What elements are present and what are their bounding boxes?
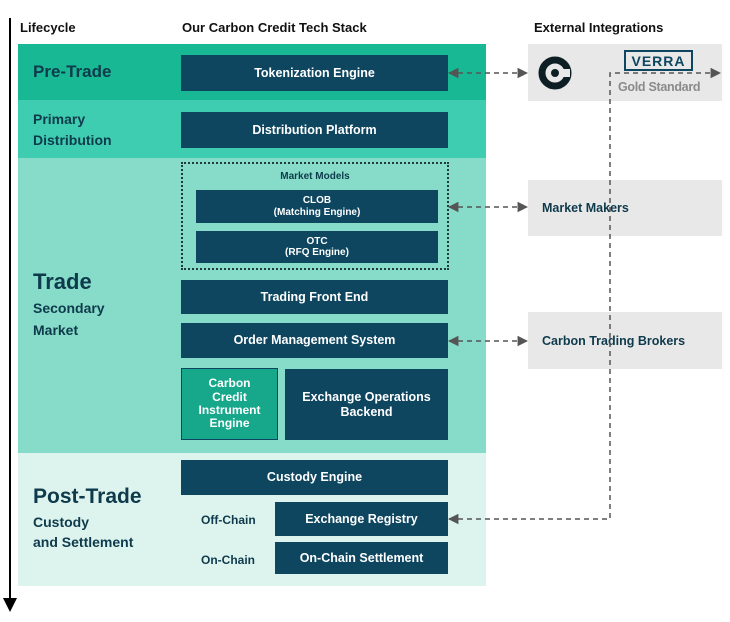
carbon-credit-instrument-engine-box: Carbon Credit Instrument Engine — [181, 368, 278, 440]
post-trade-sub-label-1: Custody — [33, 514, 89, 530]
tokenization-engine-box: Tokenization Engine — [181, 55, 448, 91]
exchange-ops-label-2: Backend — [340, 404, 393, 419]
trade-sub-label-1: Secondary — [33, 300, 105, 316]
lifecycle-header: Lifecycle — [20, 20, 76, 35]
exchange-registry-box: Exchange Registry — [275, 502, 448, 536]
market-models-label: Market Models — [280, 171, 350, 182]
trade-label: Trade — [33, 269, 92, 294]
distribution-platform-label: Distribution Platform — [252, 122, 377, 137]
pre-trade-label: Pre-Trade — [33, 62, 112, 81]
on-chain-label: On-Chain — [201, 553, 255, 567]
trade-sub-label-2: Market — [33, 322, 79, 338]
on-chain-settlement-label: On-Chain Settlement — [299, 550, 424, 565]
tokenization-engine-label: Tokenization Engine — [254, 65, 375, 80]
external-header: External Integrations — [534, 20, 664, 35]
cci-engine-label-4: Engine — [209, 416, 250, 431]
otc-box: OTC (RFQ Engine) — [196, 231, 438, 263]
post-trade-label: Post-Trade — [33, 485, 142, 508]
otc-label: OTC — [306, 235, 328, 247]
clob-label: CLOB — [302, 195, 332, 206]
custody-engine-label: Custody Engine — [266, 470, 363, 484]
stack-header: Our Carbon Credit Tech Stack — [182, 20, 367, 35]
cci-engine-label-3: Instrument — [198, 403, 261, 417]
cci-engine-label-1: Carbon — [208, 376, 251, 391]
lifecycle-arrow-head — [3, 598, 17, 612]
order-management-system-label: Order Management System — [233, 333, 396, 347]
distribution-platform-box: Distribution Platform — [181, 112, 448, 148]
off-chain-label: Off-Chain — [201, 513, 256, 527]
on-chain-settlement-box: On-Chain Settlement — [275, 542, 448, 574]
trading-front-end-label: Trading Front End — [260, 289, 369, 304]
clob-box: CLOB (Matching Engine) — [196, 190, 438, 223]
order-management-system-box: Order Management System — [181, 323, 448, 358]
post-trade-sub-label-2: and Settlement — [33, 534, 134, 550]
trading-front-end-box: Trading Front End — [181, 280, 448, 314]
clob-sub-label: (Matching Engine) — [273, 206, 361, 218]
cci-engine-label-2: Credit — [212, 389, 247, 404]
primary-distribution-label-1: Primary — [33, 111, 86, 127]
exchange-operations-backend-box: Exchange Operations Backend — [285, 369, 448, 440]
exchange-registry-label: Exchange Registry — [305, 511, 418, 526]
custody-engine-box: Custody Engine — [181, 460, 448, 495]
otc-sub-label: (RFQ Engine) — [285, 247, 349, 258]
primary-distribution-label-2: Distribution — [33, 132, 112, 148]
registry-exchange-registry-connector — [447, 67, 722, 525]
exchange-ops-label-1: Exchange Operations — [302, 389, 431, 404]
